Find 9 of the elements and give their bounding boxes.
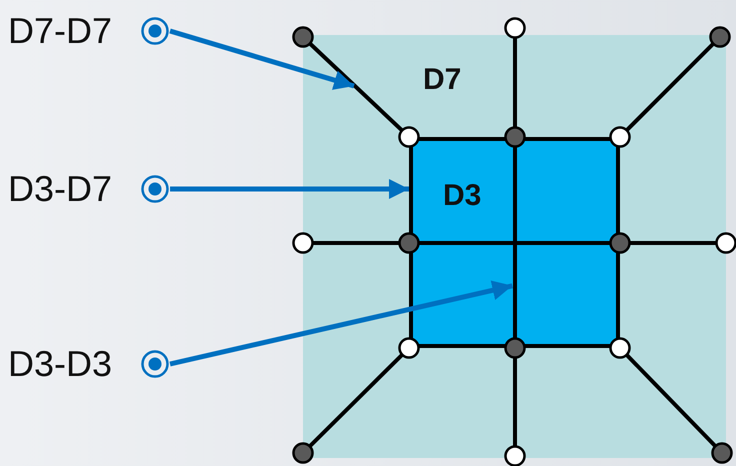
arrow [169,28,355,90]
arrow [169,280,513,366]
label-text: D7-D7 [8,10,112,52]
region-label: D7 [423,63,462,97]
label-text: D3-D7 [8,168,112,210]
region-label: D3 [443,179,482,213]
arrow [170,179,409,199]
inner-square [409,137,620,348]
label-text: D3-D3 [8,343,112,385]
